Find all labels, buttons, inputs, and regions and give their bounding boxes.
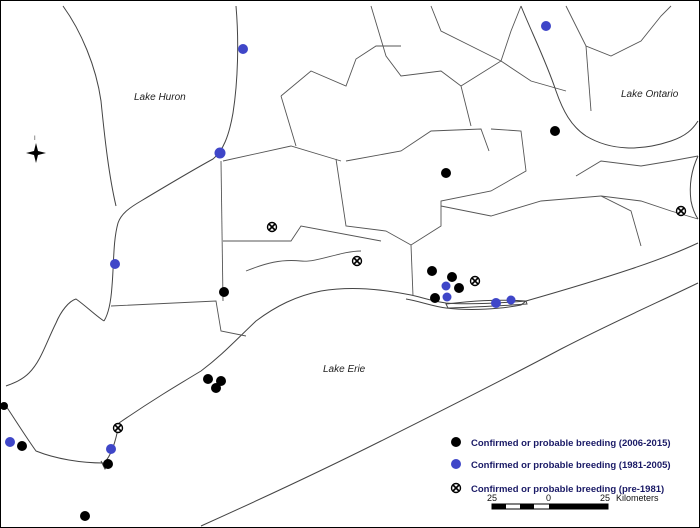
record-dot-blue [491,298,501,308]
record-dot-blue [106,444,116,454]
record-crossed-circle [351,255,363,267]
record-dot-black [427,266,437,276]
records-2006-2015 [1,126,560,521]
record-dot-black [550,126,560,136]
record-dot-black [216,376,226,386]
legend: Confirmed or probable breeding (2006-201… [450,437,671,510]
record-crossed-circle [675,205,687,217]
svg-text:I: I [34,136,36,142]
record-dot-black [430,293,440,303]
lake-ontario-north-shore [520,5,699,149]
record-dot-black [17,441,27,451]
legend-item-old: Confirmed or probable breeding (pre-1981… [471,484,664,495]
legend-item-recent: Confirmed or probable breeding (2006-201… [471,438,671,449]
scale-tick-left: 25 [487,493,497,503]
record-dot-blue [506,295,516,305]
scale-unit: Kilometers [616,493,659,503]
detroit-river-shore [5,405,120,464]
record-dot-blue [442,292,452,302]
record-crossed-circle [112,422,124,434]
records-1981-2005 [5,21,551,454]
lake-huron-label: Lake Huron [134,92,186,103]
record-dot-black [203,374,213,384]
record-dot-blue [110,259,120,269]
scale-tick-zero: 0 [546,493,551,503]
records-pre-1981 [112,205,687,434]
record-dot-blue [541,21,551,31]
lake-huron-west-shore [62,5,117,207]
lake-erie-north-shore [118,288,528,424]
record-dot-black [454,283,464,293]
lake-erie-label: Lake Erie [323,364,366,375]
record-dot-blue [441,281,451,291]
record-dot-black [219,287,229,297]
legend-item-mid: Confirmed or probable breeding (1981-200… [471,460,671,471]
lake-ontario-west-shore [689,155,699,220]
record-crossed-circle [266,221,278,233]
record-dot-black [441,168,451,178]
north-arrow-star-icon: I [26,136,46,163]
scale-bar: 25 0 25 Kilometers [487,493,659,510]
lake-ontario-label: Lake Ontario [621,89,679,100]
record-dot-blue [5,437,15,447]
county-boundaries [110,5,699,337]
record-dot-black [103,459,113,469]
lake-erie-south-shore [200,282,699,527]
legend-crossed-circle-icon [450,482,462,494]
long-point-spit [445,299,528,309]
record-dot-black [447,272,457,282]
scale-tick-right: 25 [600,493,610,503]
record-dot-blue [214,147,226,159]
record-crossed-circle [469,275,481,287]
lake-st-clair-shore [5,298,105,387]
record-dot-black [211,383,221,393]
record-dot-blue [238,44,248,54]
legend-blue-dot-icon [451,459,461,469]
legend-black-dot-icon [451,437,461,447]
record-dot-black [1,402,8,410]
lake-erie-ontario-shore-east [525,242,699,302]
record-dot-black [80,511,90,521]
lake-huron-east-shore [103,5,239,322]
